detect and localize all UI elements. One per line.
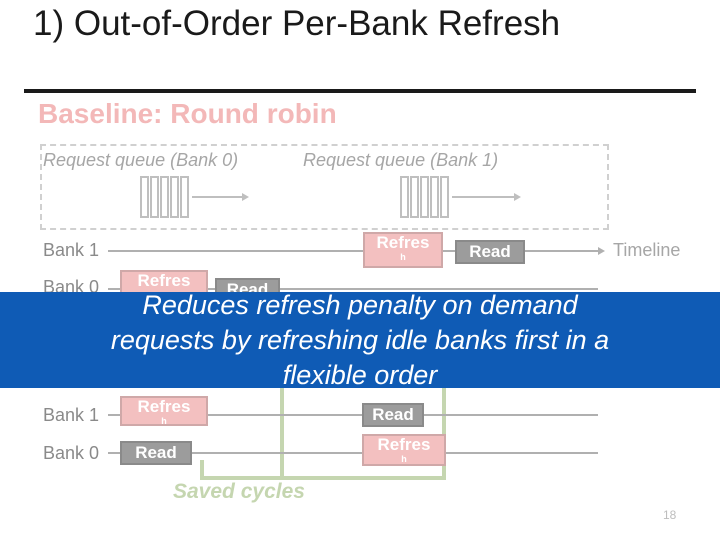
queue-slot	[150, 176, 159, 218]
bank1-label-bottom: Bank 1	[43, 405, 100, 425]
saved-cycles-bracket	[200, 476, 446, 480]
queue-slot	[400, 176, 409, 218]
slide-title: 1) Out-of-Order Per-Bank Refresh	[33, 6, 560, 42]
callout-line: requests by refreshing idle banks first …	[110, 325, 610, 355]
queue-arrow-line	[192, 196, 242, 198]
queue-slot	[140, 176, 149, 218]
refresh-label: Refres	[377, 435, 431, 454]
queue-slot	[170, 176, 179, 218]
queue-arrow-line	[452, 196, 514, 198]
callout-line: Reduces refresh penalty on demand	[142, 290, 578, 320]
timeline-label: Timeline	[613, 240, 681, 260]
queue-label-bank1: Request queue (Bank 1)	[303, 150, 499, 170]
read-block-bank1: Read	[455, 240, 525, 264]
callout-text: Reduces refresh penalty on demand reques…	[0, 288, 720, 393]
queue-slot	[410, 176, 419, 218]
saved-cycles-label: Saved cycles	[173, 480, 305, 503]
bank0-label-bottom: Bank 0	[43, 443, 100, 463]
refresh-block-bank0: Refres	[120, 270, 208, 294]
bank1-timeline	[108, 250, 598, 252]
request-queue-bank0	[140, 176, 190, 218]
queue-slot	[430, 176, 439, 218]
queue-slot	[440, 176, 449, 218]
title-divider	[24, 89, 696, 93]
saved-cycles-marker-left	[280, 388, 284, 480]
refresh-block-bank1: Refres h	[363, 232, 443, 268]
arrow-head-icon	[514, 193, 521, 201]
refresh-block-bank0-bottom: Refres h	[362, 434, 446, 466]
queue-label-bank0: Request queue (Bank 0)	[43, 150, 239, 170]
saved-cycles-bracket-left	[200, 460, 204, 480]
queue-slot	[420, 176, 429, 218]
subtitle: Baseline: Round robin	[38, 98, 337, 129]
refresh-label: Refres	[137, 397, 191, 416]
timeline-arrow-icon	[598, 247, 605, 255]
page-number: 18	[663, 508, 677, 522]
bank0-timeline	[108, 288, 598, 290]
callout-banner	[0, 292, 720, 388]
bank0-timeline-bottom	[108, 452, 598, 454]
queue-slot	[180, 176, 189, 218]
bank1-label: Bank 1	[43, 240, 100, 260]
queue-region	[40, 144, 609, 230]
callout-line: flexible order	[282, 360, 438, 390]
bank1-timeline-bottom	[108, 414, 598, 416]
queue-slot	[160, 176, 169, 218]
read-block-bank0-bottom: Read	[120, 441, 192, 465]
refresh-label: Refres	[376, 233, 430, 252]
slide-title-text: 1) Out-of-Order Per-Bank Refresh	[33, 4, 561, 43]
arrow-head-icon	[242, 193, 249, 201]
refresh-label-suffix: h	[161, 416, 167, 426]
refresh-label-suffix: h	[401, 454, 407, 464]
request-queue-bank1	[400, 176, 450, 218]
refresh-block-bank1-bottom: Refres h	[120, 396, 208, 426]
refresh-label-suffix: h	[400, 252, 406, 262]
read-block-bank1-bottom: Read	[362, 403, 424, 427]
